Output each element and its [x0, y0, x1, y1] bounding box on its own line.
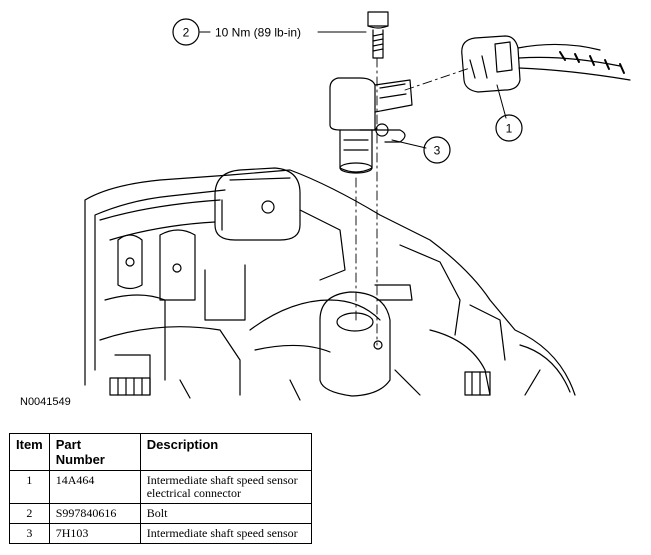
exploded-view-diagram: 2 10 Nm (89 lb-in) 1 3 — [84, 11, 631, 401]
row-description: Intermediate shaft speed sensor electric… — [139, 470, 312, 504]
table-row: 3 7H103 Intermediate shaft speed sensor — [9, 523, 312, 544]
table-header-row: Item Part Number Description — [9, 433, 312, 471]
sensor-bore-boss — [319, 284, 413, 397]
row-item: 1 — [9, 470, 50, 504]
harness-connector-item-1 — [461, 35, 631, 93]
transmission-case — [84, 169, 576, 401]
row-part-number: S997840616 — [48, 503, 141, 524]
row-part-number: 7H103 — [48, 523, 141, 544]
row-description: Bolt — [139, 503, 312, 524]
assembly-centerlines — [355, 57, 471, 346]
row-item: 2 — [9, 503, 50, 524]
sensor-mount-bracket — [214, 167, 301, 241]
torque-spec: 10 Nm (89 lb-in) — [215, 26, 301, 40]
header-part-number: Part Number — [48, 433, 141, 471]
table-row: 1 14A464 Intermediate shaft speed sensor… — [9, 470, 312, 504]
header-item: Item — [9, 433, 50, 471]
callout-circle-3 — [423, 136, 451, 164]
case-connector-left — [109, 377, 151, 396]
callout-leaders — [199, 31, 507, 149]
table-row: 2 S997840616 Bolt — [9, 503, 312, 524]
header-description: Description — [139, 433, 312, 471]
speed-sensor-item-3 — [329, 77, 413, 174]
callout-1-label: 1 — [506, 122, 513, 136]
row-part-number: 14A464 — [48, 470, 141, 504]
row-item: 3 — [9, 523, 50, 544]
parts-table: Item Part Number Description 1 14A464 In… — [9, 433, 312, 544]
callout-3-label: 3 — [434, 144, 441, 158]
row-description: Intermediate shaft speed sensor — [139, 523, 312, 544]
callout-2-label: 2 — [183, 26, 190, 40]
callout-circle-1 — [495, 114, 523, 142]
case-connector-right — [464, 371, 491, 396]
callout-circle-2 — [172, 18, 200, 46]
harness-tape — [559, 51, 625, 74]
bolt-item-2 — [367, 11, 389, 59]
figure-id: N0041549 — [20, 396, 71, 408]
